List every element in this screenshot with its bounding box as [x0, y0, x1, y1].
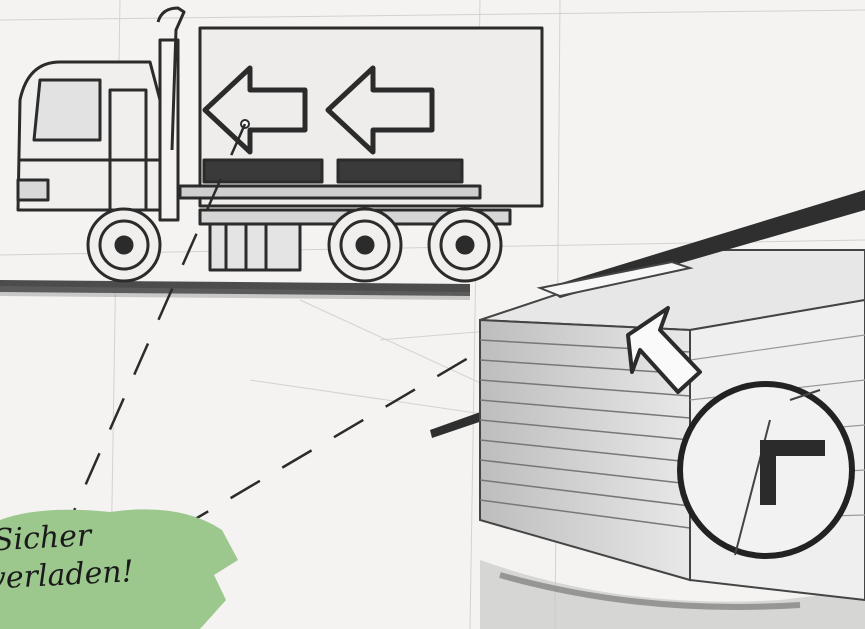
- ground: [0, 280, 470, 300]
- wheel: [429, 209, 501, 281]
- wheel: [329, 209, 401, 281]
- wheel: [88, 209, 160, 281]
- truck: [18, 8, 542, 281]
- badge-text: Sicher verladen!: [0, 509, 244, 597]
